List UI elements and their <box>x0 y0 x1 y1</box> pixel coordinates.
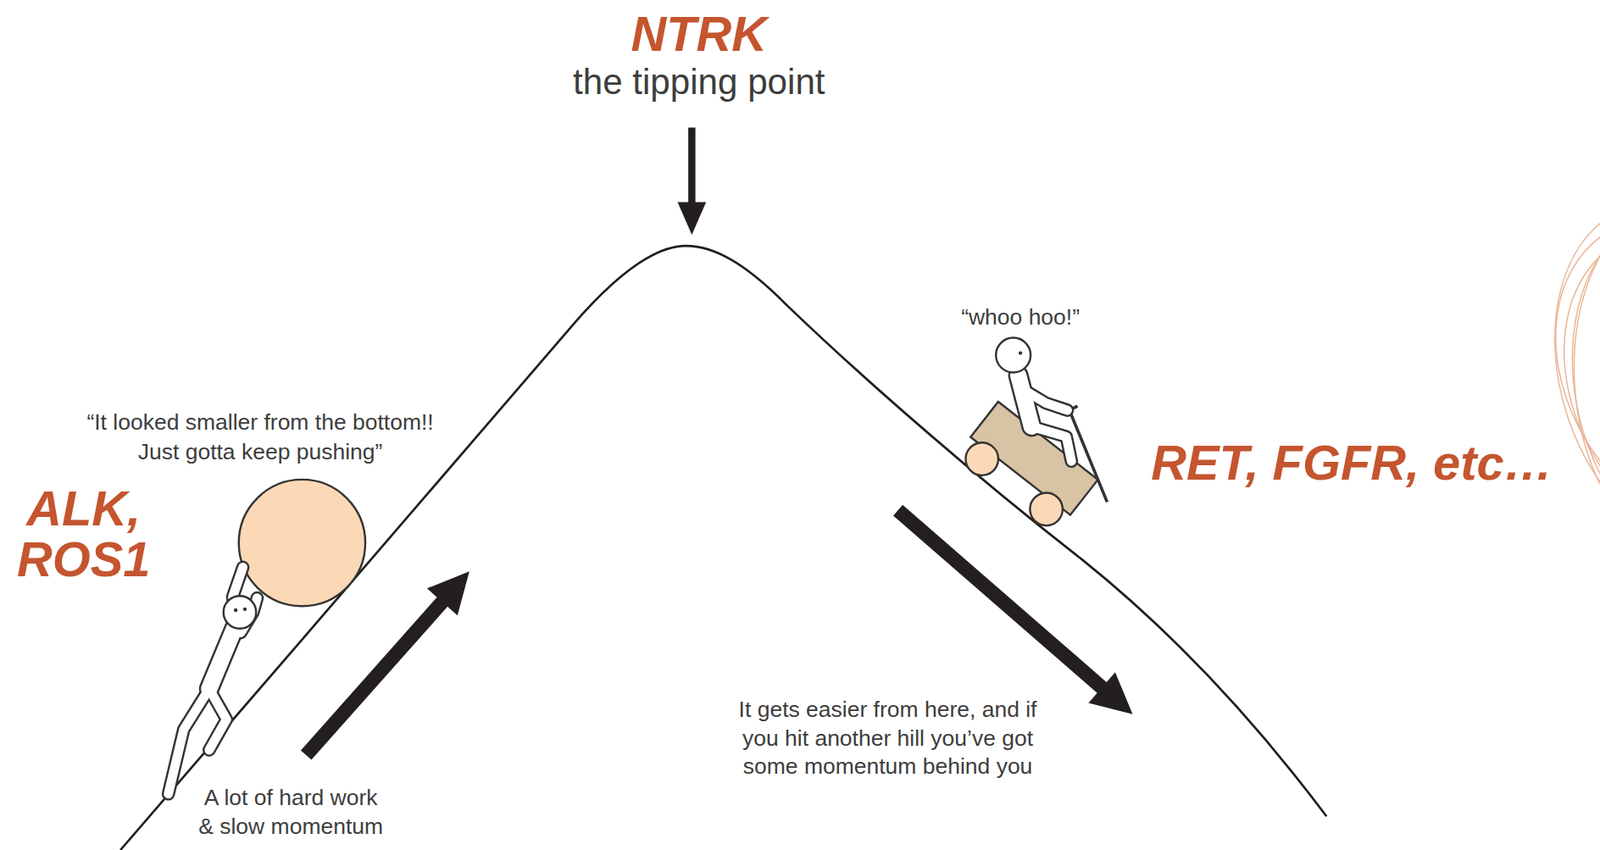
leg <box>168 688 210 795</box>
decor-ring <box>1546 194 1600 572</box>
head <box>995 338 1031 373</box>
decor-ring <box>1511 169 1600 585</box>
leg <box>168 688 210 795</box>
limb-fill <box>168 566 258 794</box>
eye <box>1018 350 1023 355</box>
limb-fill <box>1018 375 1073 462</box>
wheel <box>959 436 1006 483</box>
tipping-point-caption: the tipping point <box>484 63 914 100</box>
arrows <box>300 127 1134 761</box>
hill-outline <box>120 245 1327 850</box>
torso <box>209 627 235 689</box>
torso <box>1018 375 1033 427</box>
uphill-note: A lot of hard work & slow momentum <box>194 783 389 840</box>
boulder <box>238 479 366 606</box>
decor-rings <box>1498 165 1600 588</box>
limb-outline <box>1018 375 1073 462</box>
decor-ring <box>1498 165 1600 586</box>
tipping-point-gene: NTRK <box>535 10 862 60</box>
eye <box>233 608 238 612</box>
arrow-shaft <box>688 127 695 208</box>
speech-quote: “whoo hoo!” <box>918 304 1123 332</box>
arrow-head <box>677 201 707 235</box>
torso <box>209 627 235 689</box>
wheel <box>1023 486 1070 533</box>
cart-figure <box>954 338 1107 537</box>
decor-ring <box>1562 197 1600 563</box>
pusher-figure <box>168 479 366 795</box>
uphill-genes: ALK, ROS1 <box>6 483 161 586</box>
head <box>223 595 257 629</box>
leg <box>209 688 227 750</box>
limb-outline <box>168 566 258 794</box>
eye <box>243 607 247 612</box>
torso <box>1018 375 1033 427</box>
speech-quote: “It looked smaller from the bottom!! Jus… <box>76 408 444 467</box>
downhill-note: It gets easier from here, and if you hit… <box>719 695 1056 780</box>
downhill-arrow <box>893 505 1133 715</box>
downhill-genes: RET, FGFR, etc… <box>1150 438 1553 489</box>
leg <box>209 688 227 750</box>
